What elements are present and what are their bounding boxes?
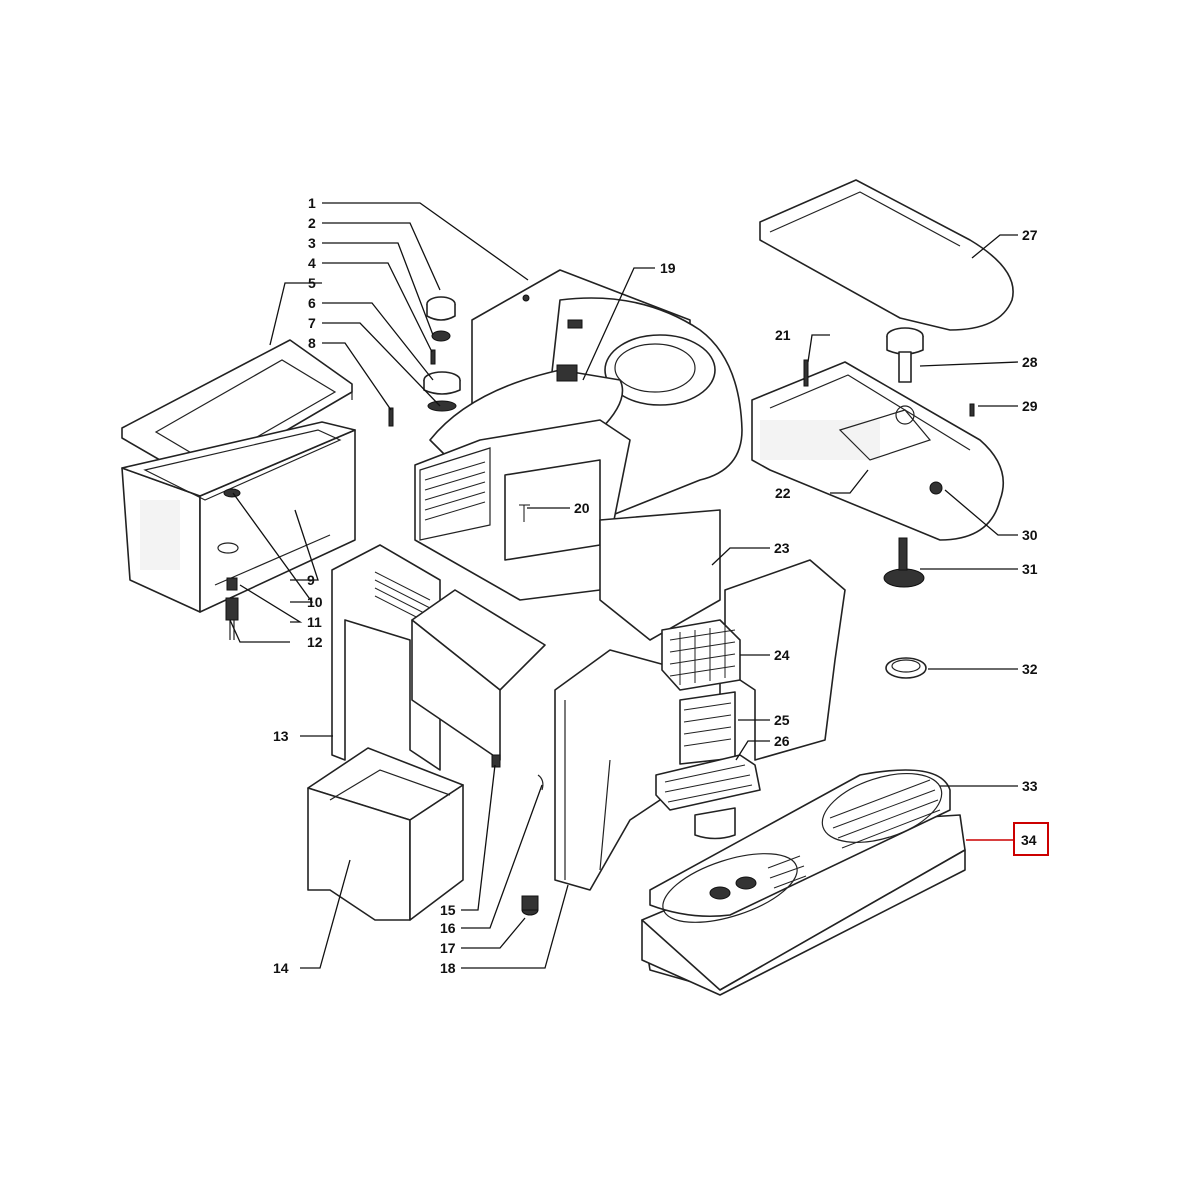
bean-hopper-box bbox=[121, 421, 356, 613]
callout-33: 33 bbox=[1022, 778, 1038, 794]
top-cover-housing bbox=[414, 269, 743, 601]
leader-lines bbox=[229, 202, 1049, 969]
highlight-box-34 bbox=[1013, 822, 1049, 856]
callout-labels: 1 2 3 4 5 6 7 8 9 10 11 12 13 14 15 16 1… bbox=[273, 195, 1038, 976]
callout-2: 2 bbox=[308, 215, 316, 231]
grinder-adjuster-parts bbox=[223, 488, 241, 640]
drip-tray-grille bbox=[649, 769, 951, 923]
callout-14: 14 bbox=[273, 960, 289, 976]
side-frame bbox=[331, 509, 846, 891]
callout-11: 11 bbox=[307, 614, 322, 630]
callout-4: 4 bbox=[308, 255, 316, 271]
callout-20: 20 bbox=[574, 500, 590, 516]
callout-24: 24 bbox=[774, 647, 790, 663]
callout-26: 26 bbox=[774, 733, 790, 749]
callout-3: 3 bbox=[308, 235, 316, 251]
callout-12: 12 bbox=[307, 634, 323, 650]
callout-7: 7 bbox=[308, 315, 316, 331]
callout-22: 22 bbox=[775, 485, 791, 501]
callout-23: 23 bbox=[774, 540, 790, 556]
callout-32: 32 bbox=[1022, 661, 1038, 677]
callout-27: 27 bbox=[1022, 227, 1038, 243]
callout-25: 25 bbox=[774, 712, 790, 728]
cup-warmer-tray bbox=[751, 361, 1004, 541]
callout-10: 10 bbox=[307, 594, 323, 610]
callout-8: 8 bbox=[308, 335, 316, 351]
callout-19: 19 bbox=[660, 260, 676, 276]
callout-29: 29 bbox=[1022, 398, 1038, 414]
callout-28: 28 bbox=[1022, 354, 1038, 370]
small-hardware-right bbox=[803, 327, 975, 679]
grinder-knob-parts bbox=[388, 296, 461, 427]
callout-13: 13 bbox=[273, 728, 289, 744]
callout-34: 34 bbox=[1021, 832, 1037, 848]
callout-1: 1 bbox=[308, 195, 316, 211]
callout-21: 21 bbox=[775, 327, 791, 343]
callout-5: 5 bbox=[308, 275, 316, 291]
waste-container bbox=[307, 747, 464, 921]
small-hardware-bottom bbox=[491, 754, 544, 916]
callout-31: 31 bbox=[1022, 561, 1038, 577]
callout-9: 9 bbox=[307, 572, 315, 588]
callout-15: 15 bbox=[440, 902, 456, 918]
callout-17: 17 bbox=[440, 940, 456, 956]
callout-16: 16 bbox=[440, 920, 456, 936]
brew-unit-filters bbox=[655, 619, 761, 840]
callout-18: 18 bbox=[440, 960, 456, 976]
callout-6: 6 bbox=[308, 295, 316, 311]
callout-30: 30 bbox=[1022, 527, 1038, 543]
cup-warmer-lid bbox=[759, 179, 1014, 331]
